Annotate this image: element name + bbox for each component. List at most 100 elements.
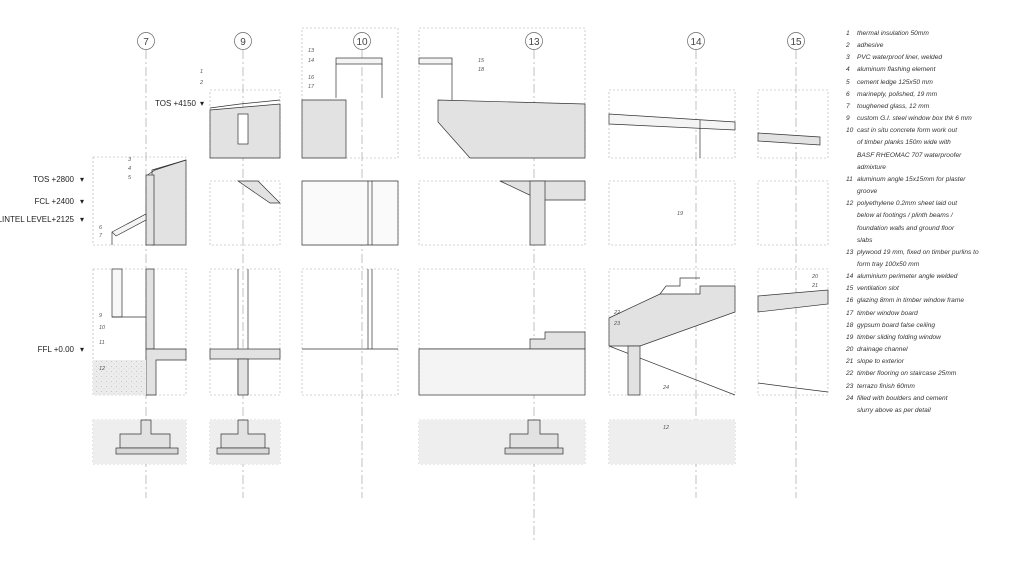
tag-6: 6 — [99, 225, 103, 231]
legend-num: 7 — [846, 102, 850, 110]
legend-num: 19 — [846, 333, 854, 341]
legend-num: 23 — [846, 382, 854, 390]
legend-item: 2 adhesive — [846, 40, 1018, 52]
legend-text: marineply, polished, 19 mm — [857, 90, 938, 98]
legend-text: toughened glass, 12 mm — [857, 102, 930, 110]
legend-num: 24 — [846, 394, 854, 402]
level-ffl-000: FFL +0.00 — [38, 345, 75, 354]
tag-17: 17 — [308, 84, 315, 90]
tag-4: 4 — [128, 166, 131, 172]
level-marker: ▾ — [200, 99, 204, 108]
legend-num: 5 — [846, 78, 850, 86]
tag-5: 5 — [128, 175, 132, 181]
legend-num: 21 — [846, 358, 854, 366]
legend-num: 18 — [846, 321, 854, 329]
legend-text: thermal insulation 50mm — [857, 30, 929, 37]
legend-text: timber sliding folding window — [857, 333, 941, 341]
grid-bubble-13 — [525, 32, 543, 50]
tag-1: 1 — [200, 69, 203, 75]
legend-item: 6 marineply, polished, 19 mm — [846, 89, 1018, 101]
tag-12: 12 — [99, 366, 105, 372]
tag-2: 2 — [199, 80, 203, 86]
legend-text: gypsum board false ceiling — [857, 321, 936, 329]
legend-text: filled with boulders and cement slurry a… — [857, 394, 948, 414]
legend-num: 14 — [846, 273, 854, 281]
legend-num: 17 — [846, 309, 854, 317]
level-marker: ▾ — [80, 345, 84, 354]
legend-num: 11 — [846, 175, 853, 183]
legend-text: plywood 19 mm, fixed on timber purlins t… — [857, 248, 979, 268]
legend-text: polyethylene 0.2mm sheet laid out below … — [857, 200, 958, 244]
tag-24: 24 — [662, 385, 669, 391]
tag-16: 16 — [308, 75, 315, 81]
detail-grid-14 — [608, 113, 736, 464]
tag-9: 9 — [99, 313, 102, 319]
detail-grid-10 — [301, 57, 399, 350]
tag-22: 22 — [613, 310, 620, 316]
grid-bubbles — [137, 32, 805, 50]
level-labels: TOS +4150 ▾ TOS +2800 ▾ FCL +2400 ▾ LINT… — [0, 99, 204, 354]
viewport-frames — [92, 27, 829, 465]
legend-item: 9 custom G.I. steel window box thk 6 mm — [846, 113, 1018, 125]
level-marker: ▾ — [80, 215, 84, 224]
legend-text: glazing 8mm in timber window frame — [857, 297, 965, 305]
tag-10: 10 — [99, 325, 106, 331]
tag-14: 14 — [308, 58, 314, 64]
legend-text: terrazo finish 60mm — [857, 382, 915, 390]
legend-num: 22 — [846, 370, 854, 378]
grid-label-9: 9 — [240, 37, 246, 48]
legend-num: 6 — [846, 90, 850, 98]
legend-num: 20 — [846, 346, 854, 354]
grid-label-15: 15 — [790, 37, 802, 48]
legend-num: 13 — [846, 248, 854, 256]
legend-text: custom G.I. steel window box thk 6 mm — [857, 115, 972, 123]
tag-13: 13 — [308, 48, 315, 54]
legend-text: aluminium perimeter angle welded — [857, 273, 958, 281]
tag-19: 19 — [677, 211, 683, 217]
grid-bubble-7 — [137, 32, 155, 50]
legend-text: timber window board — [857, 309, 918, 317]
detail-grid-7 — [93, 159, 187, 464]
tag-11: 11 — [99, 340, 105, 346]
detail-grid-9 — [209, 99, 281, 464]
legend-text: slope to exterior — [857, 358, 904, 366]
grid-label-13: 13 — [528, 37, 540, 48]
level-fcl-2400: FCL +2400 — [34, 197, 74, 206]
grid-bubble-14 — [687, 32, 705, 50]
legend-num: 10 — [846, 127, 854, 135]
grid-bubble-15 — [787, 32, 805, 50]
legend-text: adhesive — [857, 42, 884, 50]
legend-num: 1 — [846, 30, 850, 37]
legend-text: timber flooring on staircase 25mm — [857, 370, 957, 378]
detail-grid-15 — [757, 132, 829, 393]
legend-num: 4 — [846, 66, 850, 74]
legend-item: 11 aluminum angle 15x15mm for plaster gro… — [846, 174, 1018, 198]
level-lintel-2125: LINTEL LEVEL+2125 — [0, 215, 75, 224]
legend-text: aluminum angle 15x15mm for plaster groov… — [857, 175, 966, 196]
legend-text: cast in situ concrete form work out of t… — [857, 127, 962, 171]
tag-15: 15 — [478, 58, 485, 64]
tag-21: 21 — [811, 283, 818, 289]
legend-num: 9 — [846, 115, 850, 123]
level-tos-2800: TOS +2800 — [33, 175, 75, 184]
grid-bubble-9 — [234, 32, 252, 50]
legend-text: PVC waterproof liner, welded — [857, 54, 943, 62]
legend-num: 2 — [846, 42, 850, 50]
detail-grid-13 — [418, 57, 586, 464]
legend-text: drainage channel — [857, 346, 908, 354]
tag-20: 20 — [811, 274, 819, 280]
